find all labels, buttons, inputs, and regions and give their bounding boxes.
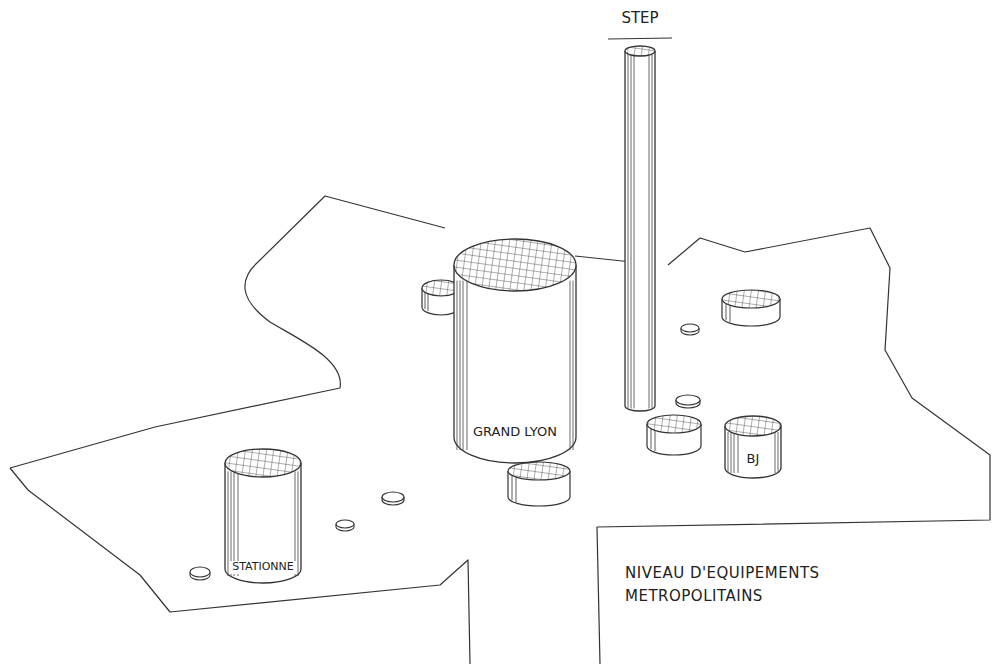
cylinder-node: BJ <box>724 415 782 479</box>
cylinder-shape <box>605 8 675 412</box>
cylinder-shape <box>724 415 782 479</box>
note-label: NIVEAU D'EQUIPEMENTS METROPOLITAINS <box>625 562 835 607</box>
cylinder-label: BJ <box>745 452 762 467</box>
cylinder-label: GRAND LYON <box>471 425 559 440</box>
cylinder-label: STEP <box>619 10 660 27</box>
cylinder-node: STEP <box>605 8 675 412</box>
cylinder-label: STATIONNE <box>230 561 296 574</box>
cylinder-node: GRAND LYON <box>453 238 577 464</box>
cylinder-node: STATIONNE <box>224 448 302 584</box>
map-outline <box>10 196 990 664</box>
